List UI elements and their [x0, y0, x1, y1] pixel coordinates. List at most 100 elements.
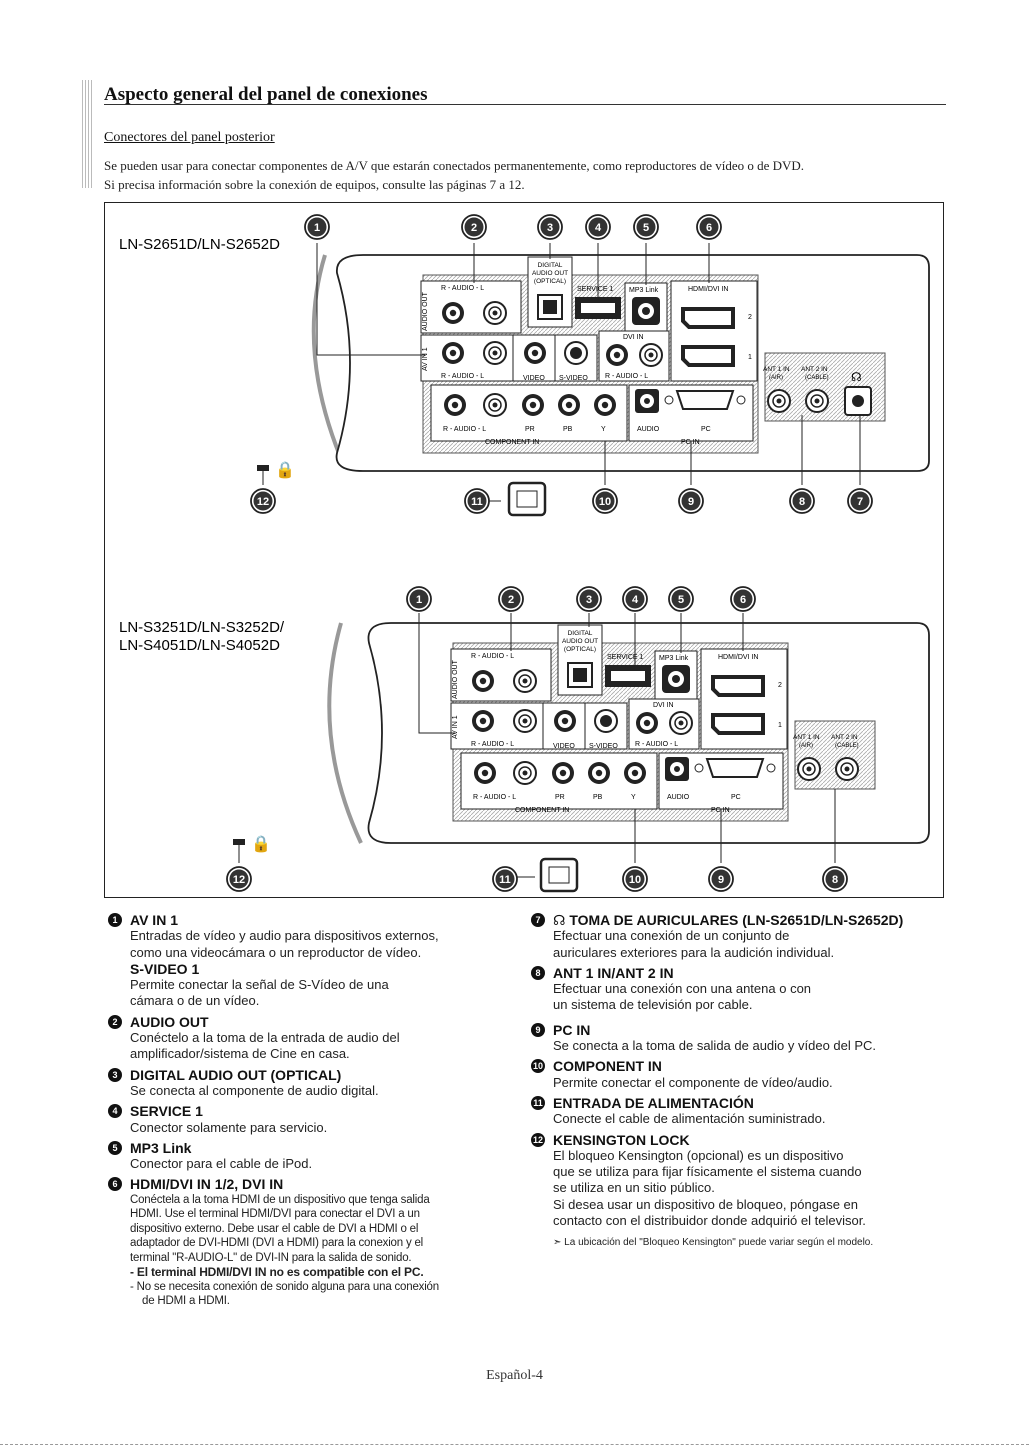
item-text: Entradas de vídeo y audio para dispositi… — [130, 928, 439, 944]
callout-badge-10: 10 — [622, 866, 648, 892]
bottom-dvi-label: DVI IN — [653, 702, 674, 709]
callout-badge-5: 5 — [633, 214, 659, 240]
intro-line-2: Si precisa información sobre la conexión… — [104, 177, 525, 192]
item-text: que se utiliza para fijar físicamente el… — [553, 1164, 862, 1180]
top-service-label: SERVICE 1 — [577, 286, 614, 293]
item-number-2: 2 — [108, 1014, 122, 1029]
callout-badge-9: 9 — [678, 488, 704, 514]
item-text: adaptador de DVI-HDMI (DVI a HDMI) para … — [130, 1237, 424, 1250]
svg-text:1: 1 — [314, 222, 320, 234]
item-text: amplificador/sistema de Cine en casa. — [130, 1046, 350, 1062]
bottom-pc-label: PC — [731, 794, 741, 801]
note-text: La ubicación del "Bloqueo Kensington" pu… — [564, 1237, 874, 1249]
item-text: Efectuar una conexión con una antena o c… — [553, 981, 812, 997]
callout-badge-7: 7 — [847, 488, 873, 514]
headphone-title-text: TOMA DE AURICULARES (LN-S2651D/LN-S2652D… — [569, 912, 904, 928]
item-text: se utiliza en un sitio público. — [553, 1180, 715, 1196]
item-text: Permite conectar la señal de S-Vídeo de … — [130, 977, 389, 993]
top-model-panel: LN-S2651D/LN-S2652D AUDIO OUT R - AUDIO … — [119, 236, 930, 517]
bottom-cable: (CABLE) — [835, 743, 859, 749]
item-number-5: 5 — [108, 1140, 122, 1155]
svg-text:7: 7 — [857, 496, 863, 508]
item-text: - No se necesita conexión de sonido algu… — [130, 1280, 439, 1293]
top-pc-in: PC IN — [681, 439, 700, 446]
callout-badge-8: 8 — [789, 488, 815, 514]
svg-text:3: 3 — [586, 594, 592, 606]
item-ant: 8 ANT 1 IN/ANT 2 IN Efectuar una conexió… — [531, 965, 951, 1014]
item-title-av-in: AV IN 1 — [130, 912, 178, 928]
bottom-mp3-label: MP3 Link — [659, 655, 689, 662]
callout-badge-12: 12 — [250, 488, 276, 514]
bottom-video-label: VIDEO — [553, 743, 575, 750]
top-av-in-label: AV IN 1 — [422, 347, 429, 371]
item-title-s-video: S-VIDEO 1 — [130, 960, 200, 977]
svg-text:10: 10 — [629, 874, 641, 886]
item-number-11: 11 — [531, 1095, 545, 1110]
bottom-hdmi-label: HDMI/DVI IN — [718, 654, 758, 661]
bottom-av-in-label: AV IN 1 — [452, 715, 459, 739]
bottom-kensington-icon: 🔒 — [251, 835, 271, 853]
section-title: Aspecto general del panel de conexiones — [104, 84, 428, 105]
top-dvi-label: DVI IN — [623, 334, 644, 341]
top-audio-label: AUDIO — [637, 426, 660, 433]
callout-badge-1: 1 — [304, 214, 330, 240]
item-pc-in: 9 PC IN Se conecta a la toma de salida d… — [531, 1022, 951, 1055]
top-audio-out-label: AUDIO OUT — [422, 291, 429, 331]
bottom-y: Y — [631, 794, 636, 801]
callout-badge-9: 9 — [708, 866, 734, 892]
bottom-hdmi-1: 1 — [778, 722, 782, 729]
svg-text:10: 10 — [599, 496, 611, 508]
top-hdmi-2: 2 — [748, 314, 752, 321]
callout-badge-5: 5 — [668, 586, 694, 612]
top-dvi-audio: R - AUDIO - L — [605, 373, 648, 380]
item-number-10: 10 — [531, 1059, 545, 1074]
item-text: Conéctela a la toma HDMI de un dispositi… — [130, 1193, 430, 1206]
top-kensington-icon: 🔒 — [275, 461, 295, 479]
item-text: auriculares exteriores para la audición … — [553, 944, 835, 960]
top-ant2: ANT 2 IN — [801, 366, 828, 373]
top-video-label: VIDEO — [523, 375, 545, 382]
bottom-pb: PB — [593, 794, 603, 801]
svg-text:8: 8 — [799, 496, 805, 508]
item-text: Efectuar una conexión de un conjunto de — [553, 928, 790, 944]
bottom-comp-audio: R - AUDIO - L — [473, 794, 516, 801]
callout-badge-2: 2 — [498, 586, 524, 612]
bottom-ant1: ANT 1 IN — [793, 734, 820, 741]
svg-text:2: 2 — [471, 222, 477, 234]
callout-badge-6: 6 — [696, 214, 722, 240]
svg-text:4: 4 — [632, 594, 639, 606]
item-bold-note: - El terminal HDMI/DVI IN no es compatib… — [130, 1265, 424, 1280]
bottom-digital-3: (OPTICAL) — [564, 646, 596, 653]
svg-text:2: 2 — [508, 594, 514, 606]
bottom-component-in: COMPONENT IN — [515, 807, 569, 814]
callout-badge-10: 10 — [592, 488, 618, 514]
item-text: Permite conectar el componente de vídeo/… — [553, 1074, 833, 1090]
item-text: terminal "R-AUDIO-L" de DVI-IN para la s… — [130, 1251, 412, 1264]
svg-text:11: 11 — [471, 496, 483, 508]
item-number-9: 9 — [531, 1022, 545, 1037]
svg-text:9: 9 — [688, 496, 694, 508]
bottom-ant2: ANT 2 IN — [831, 734, 858, 741]
item-title-kensington: KENSINGTON LOCK — [553, 1131, 690, 1148]
descriptions-left: 1 AV IN 1 Entradas de vídeo y audio para… — [108, 908, 528, 1309]
top-ant1: ANT 1 IN — [763, 366, 790, 373]
page-footer: Español-4 — [486, 1368, 543, 1383]
item-digital-audio-out: 3 DIGITAL AUDIO OUT (OPTICAL) Se conecta… — [108, 1067, 528, 1100]
bottom-model-label-2: LN-S4051D/LN-S4052D — [119, 637, 280, 654]
top-r-audio-l-1: R - AUDIO - L — [441, 285, 484, 292]
item-title-pc-in: PC IN — [553, 1021, 591, 1038]
item-title-component-in: COMPONENT IN — [553, 1058, 662, 1075]
item-text: de HDMI a HDMI. — [142, 1295, 230, 1308]
callout-badge-2: 2 — [461, 214, 487, 240]
item-number-4: 4 — [108, 1104, 122, 1119]
item-text: Se conecta al componente de audio digita… — [130, 1082, 379, 1098]
descriptions-right: 7 ☊ TOMA DE AURICULARES (LN-S2651D/LN-S2… — [531, 908, 951, 1252]
item-text: HDMI. Use el terminal HDMI/DVI para cone… — [130, 1208, 420, 1221]
item-text: Se conecta a la toma de salida de audio … — [553, 1038, 877, 1054]
item-title-audio-out: AUDIO OUT — [130, 1013, 209, 1030]
item-kensington: 12 KENSINGTON LOCK El bloqueo Kensington… — [531, 1132, 951, 1252]
subsection-title: Conectores del panel posterior — [104, 130, 275, 145]
svg-text:5: 5 — [643, 222, 649, 234]
bottom-model-label-1: LN-S3251D/LN-S3252D/ — [119, 619, 285, 636]
